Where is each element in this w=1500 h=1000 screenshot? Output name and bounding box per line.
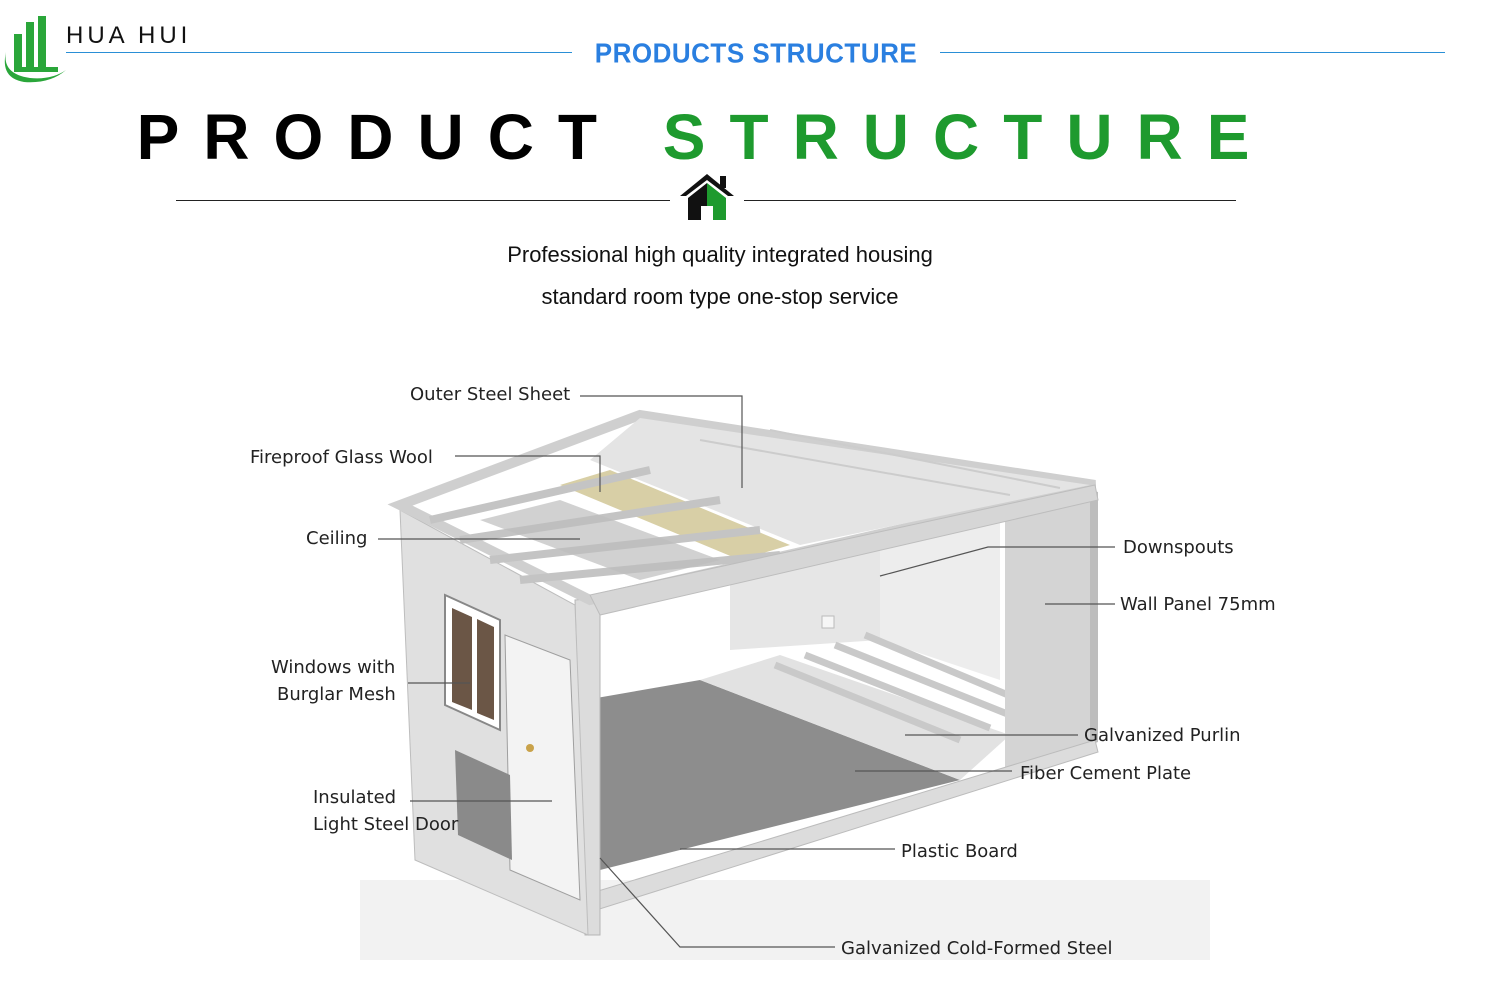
label-windows-line-2: Burglar Mesh bbox=[277, 684, 396, 705]
galvanized-purlins bbox=[773, 631, 1022, 744]
label-fireproof-glass-wool: Fireproof Glass Wool bbox=[250, 447, 433, 468]
window-glass-right bbox=[477, 619, 494, 720]
label-wall-panel: Wall Panel 75mm bbox=[1120, 594, 1276, 615]
house-icon bbox=[680, 174, 734, 220]
label-door-line-2: Light Steel Door bbox=[313, 814, 459, 835]
wall-panel-75mm bbox=[1005, 490, 1090, 775]
lower-opening bbox=[455, 750, 512, 860]
title-part-green: STRUCTURE bbox=[662, 101, 1274, 173]
leader-lines bbox=[378, 395, 1115, 948]
label-cold-formed-steel: Galvanized Cold-Formed Steel bbox=[841, 938, 1112, 959]
title-divider-right bbox=[744, 200, 1236, 201]
label-galvanized-purlin: Galvanized Purlin bbox=[1084, 725, 1241, 746]
section-label: PRODUCTS STRUCTURE bbox=[594, 37, 918, 69]
title-part-black: PRODUCT bbox=[136, 101, 621, 173]
fireproof-glass-wool bbox=[560, 470, 790, 560]
label-door-line-1: Insulated bbox=[313, 787, 396, 808]
back-wall-right bbox=[880, 505, 1000, 680]
building-logo-icon bbox=[4, 16, 66, 83]
wall-panel-edge bbox=[1090, 490, 1098, 745]
label-outer-steel-sheet: Outer Steel Sheet bbox=[410, 384, 570, 405]
ceiling-panel bbox=[480, 500, 720, 580]
roof-front-edge bbox=[589, 484, 1099, 616]
window-glass-left bbox=[452, 608, 472, 710]
brand-name: HUA HUI bbox=[66, 22, 192, 49]
outlet bbox=[821, 615, 835, 629]
page-title: PRODUCT STRUCTURE bbox=[0, 102, 1410, 172]
header-divider-left bbox=[66, 52, 572, 53]
door-handle bbox=[526, 744, 534, 752]
label-fiber-cement-plate: Fiber Cement Plate bbox=[1020, 763, 1191, 784]
title-divider-left bbox=[176, 200, 670, 201]
label-ceiling: Ceiling bbox=[306, 528, 367, 549]
floor-fiber-plate bbox=[700, 655, 1010, 780]
label-plastic-board: Plastic Board bbox=[901, 841, 1018, 862]
tagline-line-1: Professional high quality integrated hou… bbox=[507, 242, 933, 267]
outer-steel-sheet bbox=[590, 418, 1090, 545]
light-steel-door bbox=[504, 634, 581, 901]
label-downspouts: Downspouts bbox=[1123, 537, 1234, 558]
back-wall bbox=[730, 545, 880, 650]
header-divider-right bbox=[940, 52, 1445, 53]
label-windows-line-1: Windows with bbox=[271, 657, 395, 678]
tagline-line-2: standard room type one-stop service bbox=[541, 284, 899, 309]
